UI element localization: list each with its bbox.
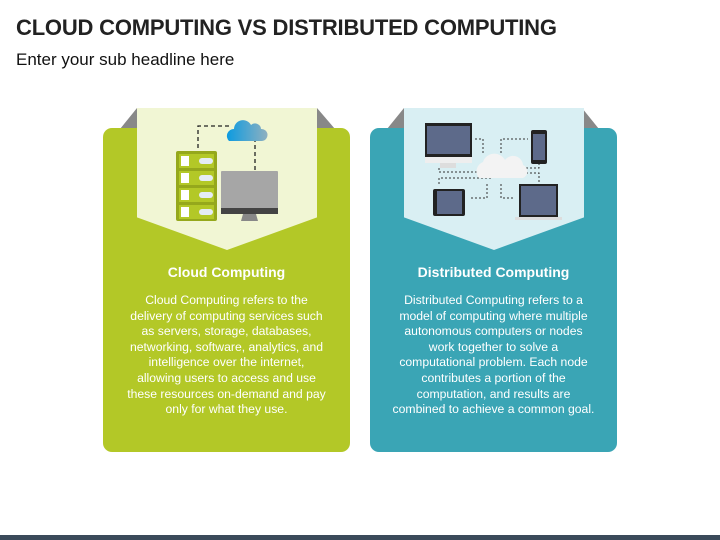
page-subtitle: Enter your sub headline here [16, 50, 235, 69]
fold-shadows [120, 108, 335, 129]
monitor-icon [221, 171, 278, 221]
distributed-computing-description: Distributed Computing refers to a model … [392, 293, 595, 417]
desktop-icon [425, 123, 472, 168]
cloud-server-illustration [176, 120, 278, 221]
laptop-icon [515, 184, 562, 220]
page-title: CLOUD COMPUTING VS DISTRIBUTED COMPUTING [16, 15, 557, 40]
phone-icon [531, 130, 547, 164]
tablet-icon [433, 189, 465, 216]
distributed-network-illustration [425, 123, 562, 220]
footer-bar [0, 535, 720, 540]
cloud-computing-banner [137, 108, 317, 250]
distributed-computing-banner [404, 108, 584, 250]
server-icon [176, 151, 217, 221]
fold-shadows [387, 108, 599, 129]
distributed-computing-heading: Distributed Computing [417, 264, 570, 280]
cloud-computing-description: Cloud Computing refers to the delivery o… [127, 293, 326, 417]
cloud-computing-heading: Cloud Computing [167, 264, 286, 280]
cloud-icon [226, 120, 268, 141]
cloud-icon [476, 153, 528, 178]
